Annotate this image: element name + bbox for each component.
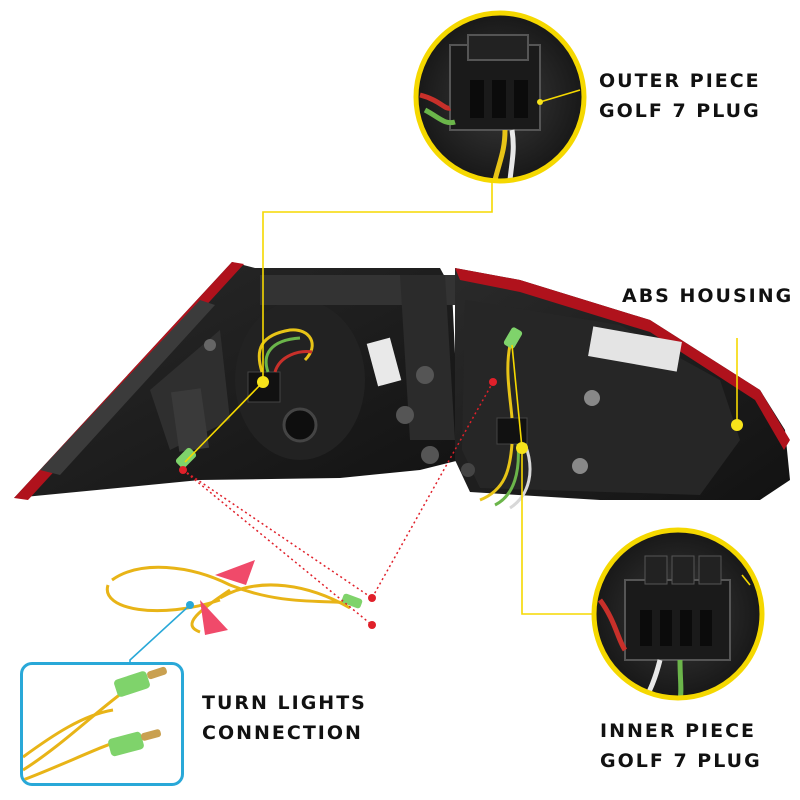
- turn-lights-label: TURN LIGHTS CONNECTION: [202, 688, 367, 748]
- inner-plug-zoom: [591, 527, 765, 701]
- turn-connection-leaders: [182, 381, 494, 626]
- callout-dot: [257, 376, 269, 388]
- turn-lights-subtitle: CONNECTION: [202, 722, 363, 744]
- abs-housing-label: ABS HOUSING: [622, 285, 794, 307]
- marker-dot: [368, 621, 376, 629]
- turn-light-connector-right: [503, 327, 523, 349]
- turn-light-connector-left: [175, 447, 197, 469]
- outer-piece-label: OUTER PIECE GOLF 7 PLUG: [599, 66, 761, 126]
- marker-dot: [368, 594, 376, 602]
- inner-piece-label: INNER PIECE GOLF 7 PLUG: [600, 716, 762, 776]
- wiring-harness: [105, 565, 351, 634]
- outer-piece-plug: GOLF 7 PLUG: [599, 100, 761, 122]
- outer-taillight: [14, 262, 460, 500]
- outer-plug-zoom: [413, 10, 587, 184]
- turn-lights-title: TURN LIGHTS: [202, 692, 367, 714]
- inner-taillight: [455, 268, 790, 510]
- turn-lights-closeup: [23, 666, 167, 782]
- harness-ties: [200, 560, 363, 635]
- inner-piece-title: INNER PIECE: [600, 720, 756, 742]
- callout-dot: [731, 419, 743, 431]
- outer-piece-title: OUTER PIECE: [599, 70, 761, 92]
- callout-dot: [516, 442, 528, 454]
- callout-leaders: [184, 180, 738, 615]
- inner-piece-plug: GOLF 7 PLUG: [600, 750, 762, 772]
- inset-dot: [186, 601, 194, 609]
- inset-leader: [129, 604, 191, 662]
- turn-lights-inset: [20, 662, 184, 786]
- marker-dot: [489, 378, 497, 386]
- marker-dot: [179, 466, 187, 474]
